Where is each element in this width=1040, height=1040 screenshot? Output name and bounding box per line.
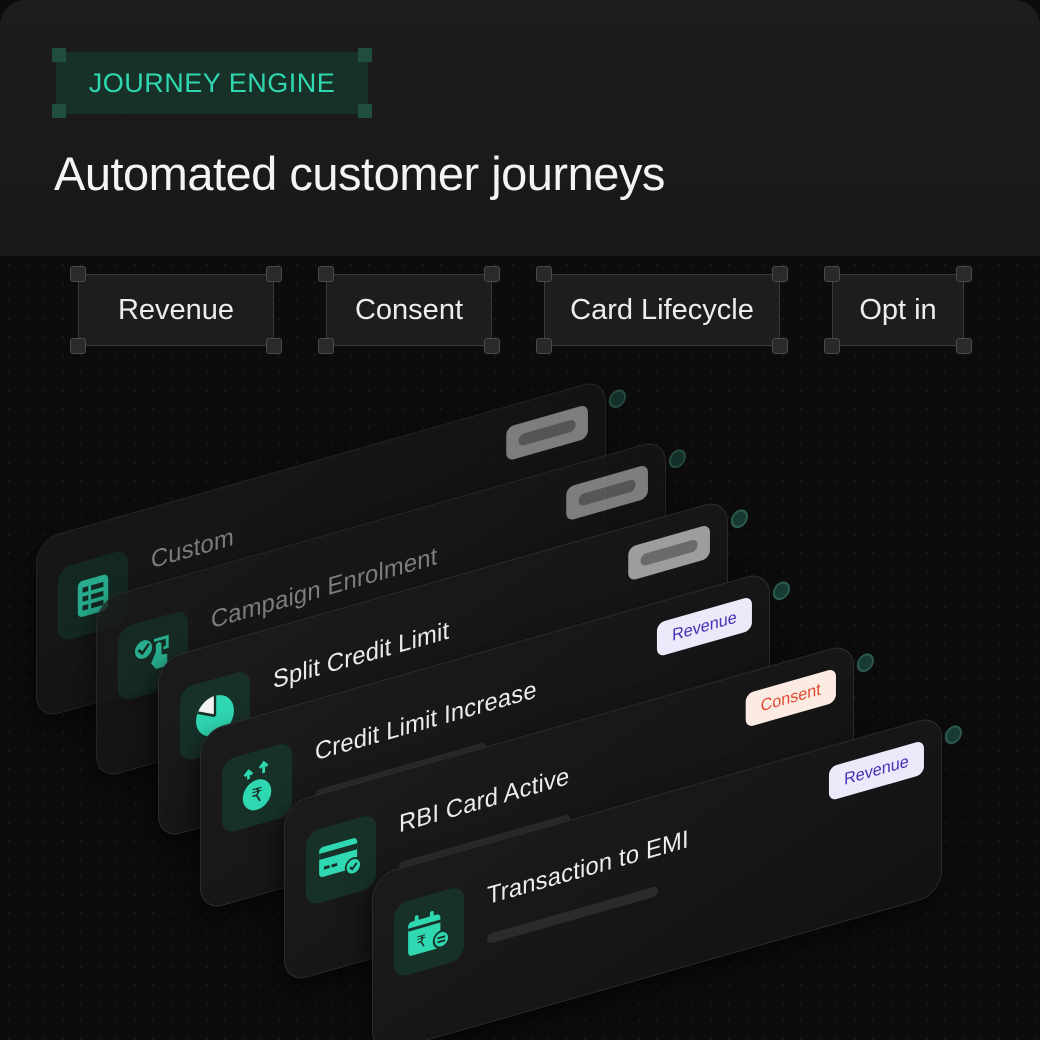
filter-chip-label: Revenue [117, 293, 235, 326]
journey-title: Transaction to EMI [486, 824, 689, 911]
eyebrow-label: JOURNEY ENGINE [88, 67, 336, 98]
filter-chip-card-lifecycle[interactable]: Card Lifecycle [536, 266, 788, 354]
header-panel: JOURNEY ENGINE Automated customer journe… [0, 0, 1040, 256]
consent-tag: Consent [745, 668, 836, 728]
journey-card[interactable]: ₹ Transaction to EMI Revenue [372, 714, 962, 1040]
revenue-tag: Revenue [656, 596, 752, 658]
journey-icon-tile: ₹ [221, 740, 293, 835]
filter-chip-label: Consent [354, 293, 463, 326]
journey-card[interactable]: RBI Card Active Consent [284, 642, 874, 984]
journey-icon-tile [305, 812, 377, 907]
journey-icon-tile: ₹ [393, 884, 465, 979]
journey-card[interactable]: Campaign Enrolment [96, 438, 686, 780]
filter-chip-label: Opt in [859, 293, 937, 326]
section-eyebrow-badge: JOURNEY ENGINE [52, 48, 372, 118]
svg-text:₹: ₹ [417, 930, 427, 952]
filter-chip-consent[interactable]: Consent [318, 266, 500, 354]
filter-chip-label: Card Lifecycle [570, 293, 754, 326]
tap-checkmark-icon [134, 634, 169, 669]
journey-card[interactable]: ₹ Credit Limit Increase Revenue [200, 570, 790, 912]
rupee-growth-icon: ₹ [242, 760, 272, 811]
filter-chip-revenue[interactable]: Revenue [70, 266, 282, 354]
calendar-rupee-icon: ₹ [408, 910, 450, 956]
page-title: Automated customer journeys [54, 147, 665, 200]
filter-chip-opt-in[interactable]: Opt in [824, 266, 972, 354]
credit-card-check-icon [319, 838, 362, 878]
placeholder-tag [506, 404, 588, 462]
journey-icon-tile [117, 608, 189, 703]
revenue-tag: Revenue [828, 740, 924, 802]
placeholder-tag [628, 524, 710, 582]
placeholder-tag [566, 464, 648, 522]
svg-text:₹: ₹ [251, 783, 262, 808]
